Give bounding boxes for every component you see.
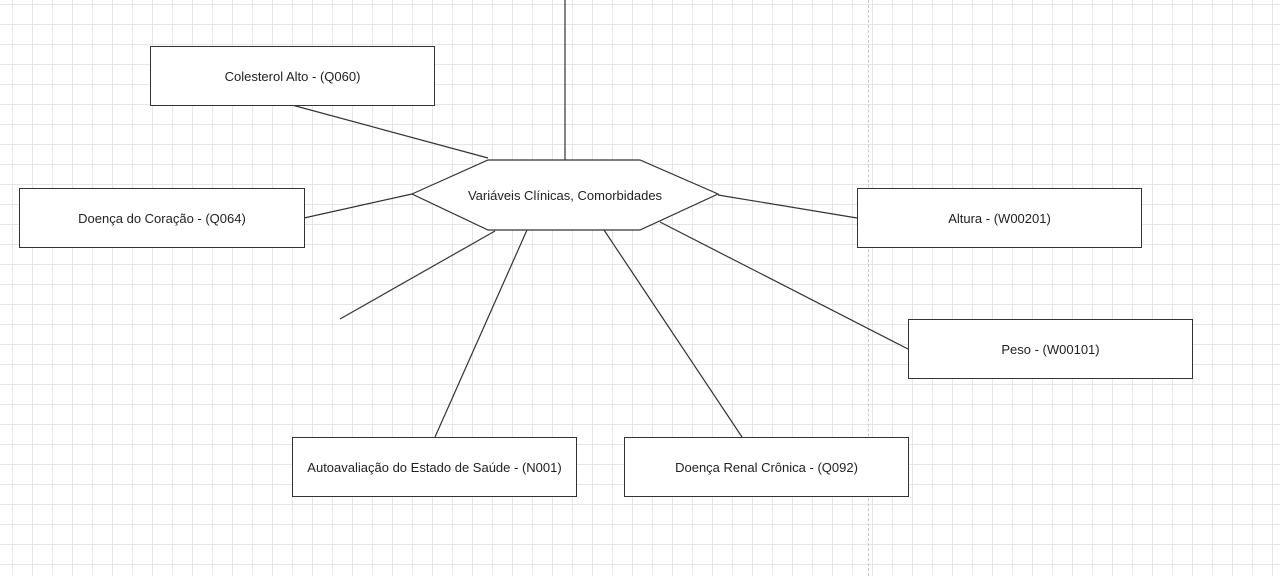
edge-dangling[interactable] [339, 230, 496, 320]
edge-colesterol[interactable] [291, 104, 489, 159]
center-node-label: Variáveis Clínicas, Comorbidades [467, 187, 663, 203]
node-peso[interactable]: Peso - (W00101) [908, 319, 1193, 379]
edge-altura[interactable] [717, 194, 858, 219]
center-hexagon-shape[interactable] [410, 159, 720, 231]
edge-autoavaliacao[interactable] [434, 229, 528, 438]
node-doenca-coracao[interactable]: Doença do Coração - (Q064) [19, 188, 305, 248]
edge-renal[interactable] [603, 229, 743, 438]
node-autoavaliacao[interactable]: Autoavaliação do Estado de Saúde - (N001… [292, 437, 577, 497]
edge-coracao[interactable] [303, 193, 413, 219]
node-colesterol-alto[interactable]: Colesterol Alto - (Q060) [150, 46, 435, 106]
edge-peso[interactable] [659, 221, 909, 350]
page-boundary-line [868, 0, 869, 576]
node-altura[interactable]: Altura - (W00201) [857, 188, 1142, 248]
node-doenca-renal[interactable]: Doença Renal Crônica - (Q092) [624, 437, 909, 497]
